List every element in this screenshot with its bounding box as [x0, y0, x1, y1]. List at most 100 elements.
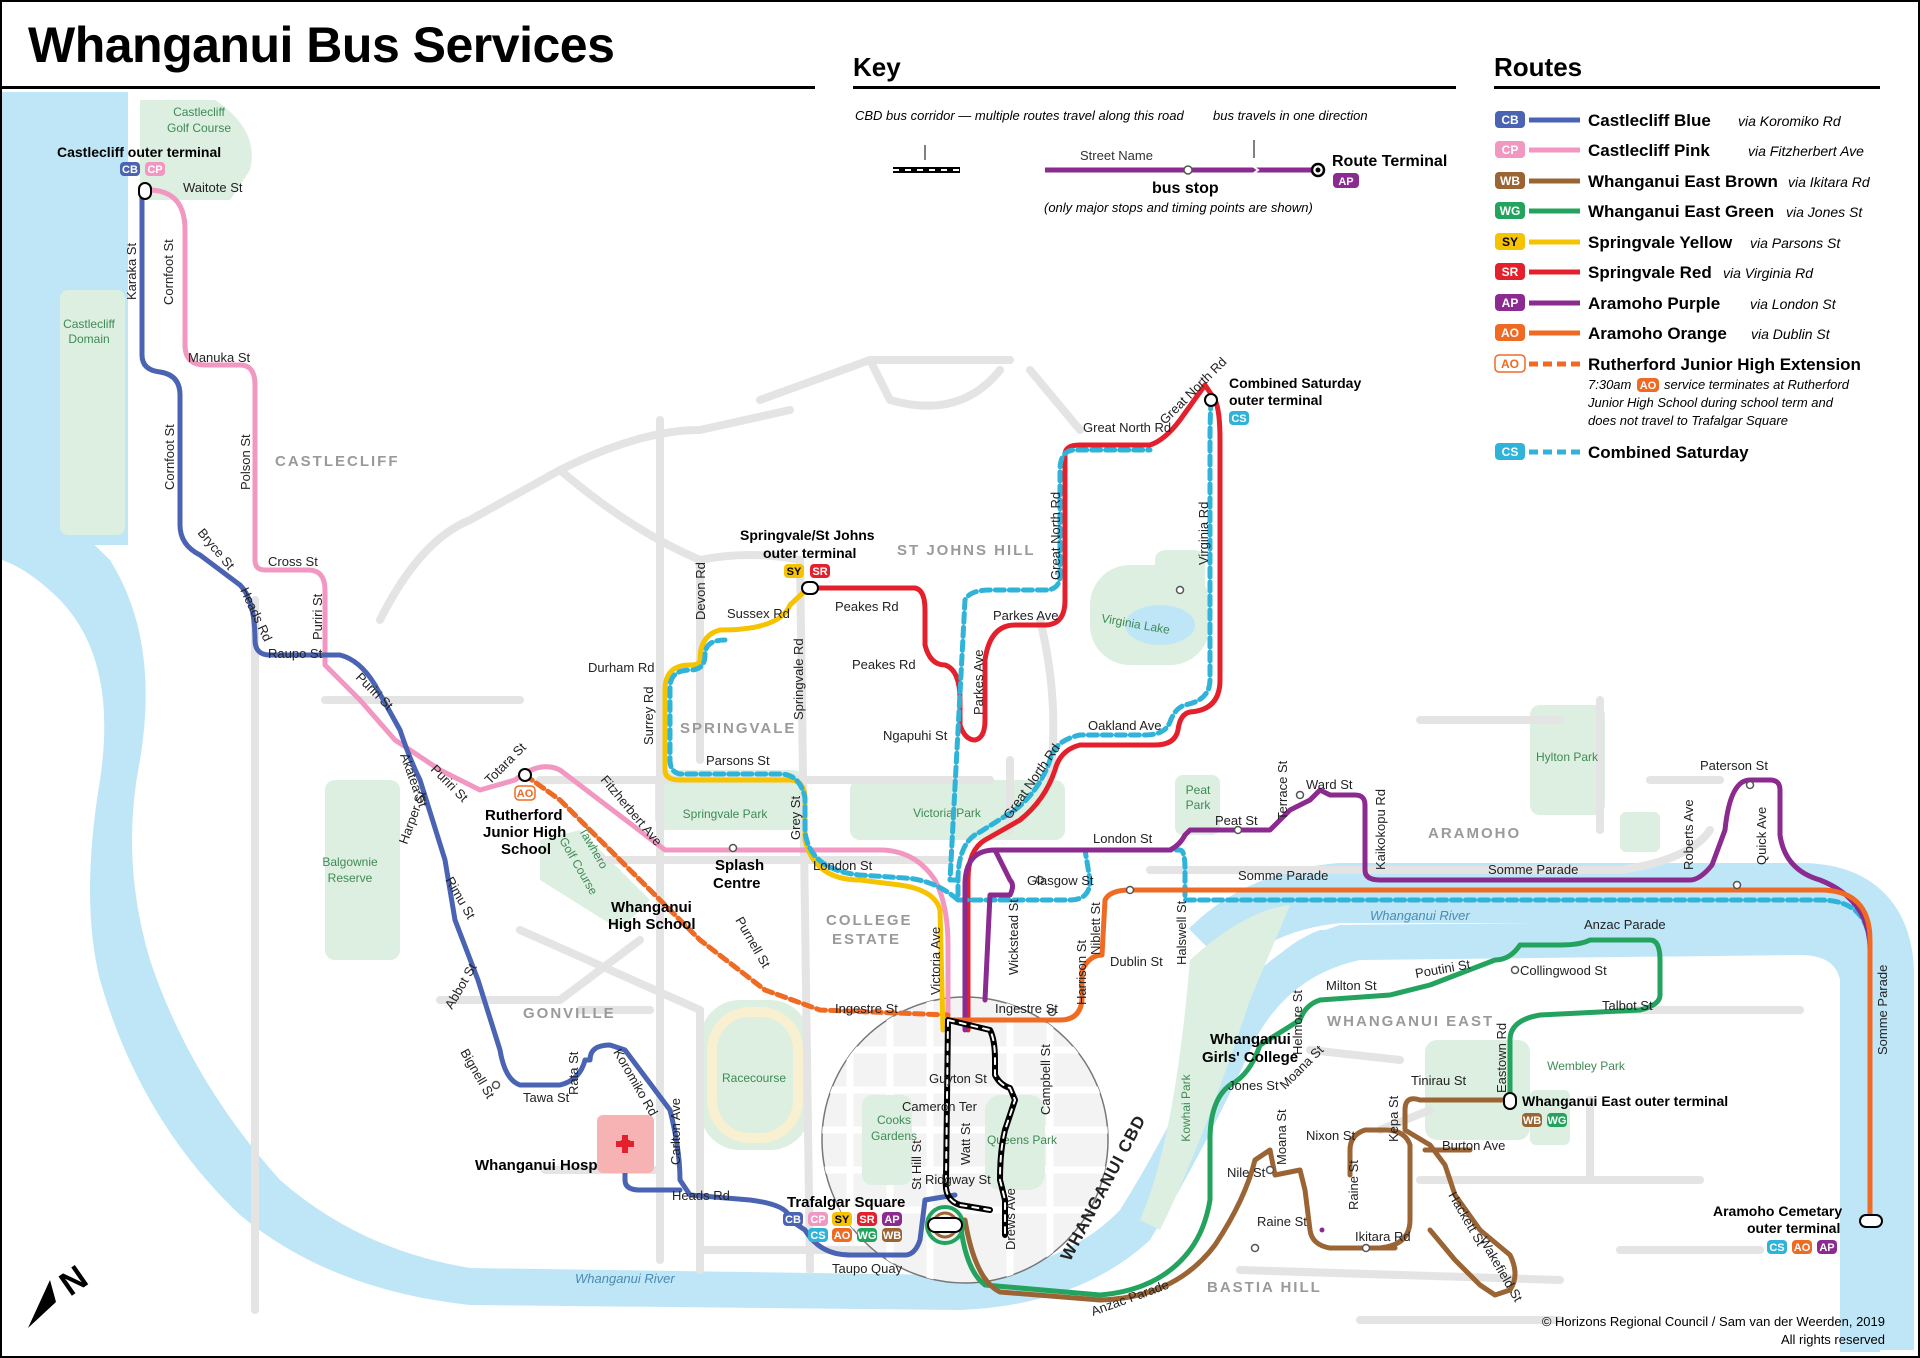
- stop-markers: [138, 182, 1883, 1253]
- svg-text:Kepa St: Kepa St: [1386, 1095, 1401, 1142]
- svg-text:Rutherford Junior High Extensi: Rutherford Junior High Extension: [1588, 355, 1861, 374]
- svg-text:Oakland Ave: Oakland Ave: [1088, 718, 1161, 733]
- routes-panel: CB Castlecliff Blue via Koromiko Rd CP C…: [1494, 111, 1871, 462]
- svg-text:Trafalgar Square: Trafalgar Square: [787, 1194, 905, 1211]
- route-cp-line: [145, 187, 951, 1033]
- svg-text:CB: CB: [122, 164, 138, 176]
- svg-text:outer terminal: outer terminal: [1229, 392, 1322, 408]
- svg-text:Castlecliff: Castlecliff: [63, 317, 115, 331]
- svg-text:(only major stops and timing p: (only major stops and timing points are …: [1044, 200, 1313, 215]
- svg-text:via Fitzherbert Ave: via Fitzherbert Ave: [1748, 143, 1864, 159]
- svg-text:Street Name: Street Name: [1080, 148, 1153, 163]
- routes-heading: Routes: [1494, 52, 1583, 82]
- svg-text:AP: AP: [1819, 1242, 1834, 1254]
- svg-text:Springvale Rd: Springvale Rd: [791, 638, 806, 720]
- svg-text:SR: SR: [859, 1214, 874, 1226]
- svg-text:Kowhai Park: Kowhai Park: [1179, 1073, 1193, 1141]
- svg-text:via Ikitara Rd: via Ikitara Rd: [1788, 174, 1871, 190]
- area-college: COLLEGE: [826, 912, 913, 929]
- route-legend-ao: AO Aramoho Orange via Dublin St: [1495, 324, 1831, 343]
- svg-text:Puriri St: Puriri St: [353, 670, 397, 714]
- svg-text:Devon Rd: Devon Rd: [693, 562, 708, 620]
- svg-text:Kaikokopu Rd: Kaikokopu Rd: [1373, 789, 1388, 870]
- svg-text:CP: CP: [147, 164, 162, 176]
- svg-text:Anzac Parade: Anzac Parade: [1584, 917, 1666, 932]
- credit-line-2: All rights reserved: [1781, 1332, 1885, 1347]
- svg-text:Castlecliff Blue: Castlecliff Blue: [1588, 111, 1711, 130]
- routes-rule: [1494, 86, 1880, 89]
- area-gonville: GONVILLE: [523, 1005, 616, 1022]
- svg-text:Queens Park: Queens Park: [987, 1133, 1058, 1147]
- svg-text:Centre: Centre: [713, 875, 761, 892]
- svg-text:Whanganui: Whanganui: [611, 899, 692, 916]
- svg-text:via Koromiko Rd: via Koromiko Rd: [1738, 113, 1842, 129]
- svg-text:Somme Parade: Somme Parade: [1488, 862, 1578, 877]
- svg-text:CS: CS: [1231, 413, 1246, 425]
- svg-text:SY: SY: [835, 1214, 850, 1226]
- svg-text:Aramoho Purple: Aramoho Purple: [1588, 294, 1720, 313]
- svg-text:Raine St: Raine St: [1346, 1160, 1361, 1210]
- rutherford-stop-marker: [518, 768, 532, 782]
- svg-text:Ridgway St: Ridgway St: [925, 1172, 991, 1187]
- svg-text:Ikitara Rd: Ikitara Rd: [1355, 1229, 1411, 1244]
- svg-text:High School: High School: [608, 916, 696, 933]
- svg-text:via Virginia Rd: via Virginia Rd: [1723, 265, 1814, 281]
- svg-text:Manuka St: Manuka St: [188, 350, 251, 365]
- svg-text:St Hill St: St Hill St: [909, 1140, 924, 1190]
- svg-text:Drews Ave: Drews Ave: [1003, 1188, 1018, 1250]
- svg-text:outer terminal: outer terminal: [763, 545, 856, 561]
- svg-text:AO: AO: [1640, 380, 1657, 392]
- svg-text:Whanganui: Whanganui: [1210, 1031, 1291, 1048]
- svg-text:bus travels in one direction: bus travels in one direction: [1213, 108, 1368, 123]
- svg-text:Hylton Park: Hylton Park: [1536, 750, 1599, 764]
- svg-text:Quick Ave: Quick Ave: [1754, 807, 1769, 865]
- svg-text:N: N: [53, 1258, 95, 1303]
- svg-text:Cooks: Cooks: [877, 1113, 911, 1127]
- svg-text:Wickstead St: Wickstead St: [1006, 899, 1021, 975]
- svg-text:Ingestre St: Ingestre St: [995, 1001, 1058, 1016]
- svg-text:Splash: Splash: [715, 857, 764, 874]
- cemetery-terminal-marker: [1859, 1214, 1883, 1228]
- river-label-east: Whanganui River: [1370, 908, 1470, 923]
- svg-text:Collingwood St: Collingwood St: [1520, 963, 1607, 978]
- svg-text:CP: CP: [810, 1214, 825, 1226]
- svg-text:Guyton St: Guyton St: [929, 1071, 987, 1086]
- svg-text:Milton St: Milton St: [1326, 978, 1377, 993]
- svg-text:Combined Saturday: Combined Saturday: [1229, 375, 1361, 391]
- river-label-west: Whanganui River: [575, 1271, 675, 1286]
- route-legend-cs: CS Combined Saturday: [1495, 443, 1749, 462]
- svg-text:AO: AO: [517, 788, 534, 800]
- svg-text:Moana St: Moana St: [1274, 1109, 1289, 1165]
- svg-text:Gardens: Gardens: [871, 1129, 917, 1143]
- svg-text:London St: London St: [1093, 831, 1153, 846]
- svg-text:Junior High: Junior High: [483, 824, 566, 841]
- virginia-lake: [1125, 605, 1195, 645]
- svg-text:Golf Course: Golf Course: [167, 121, 231, 135]
- svg-text:Niblett St: Niblett St: [1088, 902, 1103, 955]
- area-st-johns-hill: ST JOHNS HILL: [897, 542, 1036, 559]
- svg-text:via Dublin St: via Dublin St: [1751, 326, 1831, 342]
- svg-text:AP: AP: [1338, 176, 1353, 188]
- svg-text:Castlecliff Pink: Castlecliff Pink: [1588, 141, 1710, 160]
- svg-text:Watt St: Watt St: [958, 1122, 973, 1165]
- svg-text:Tawa St: Tawa St: [523, 1090, 570, 1105]
- svg-text:Harrison St: Harrison St: [1074, 940, 1089, 1005]
- route-ao-line: [945, 887, 1873, 1225]
- svg-text:Springvale/St Johns: Springvale/St Johns: [740, 527, 875, 543]
- route-legend-cp: CP Castlecliff Pink via Fitzherbert Ave: [1495, 141, 1864, 160]
- background-streets: [251, 356, 1804, 1324]
- svg-text:Glasgow St: Glasgow St: [1027, 873, 1094, 888]
- svg-text:Combined Saturday: Combined Saturday: [1588, 443, 1749, 462]
- svg-text:Springvale Red: Springvale Red: [1588, 263, 1712, 282]
- map-title: Whanganui Bus Services: [28, 17, 615, 73]
- key-rule: [853, 86, 1456, 89]
- route-legend-ap: AP Aramoho Purple via London St: [1495, 294, 1837, 313]
- area-estate: ESTATE: [832, 931, 901, 948]
- svg-text:CB: CB: [785, 1214, 801, 1226]
- svg-text:CS: CS: [1769, 1242, 1784, 1254]
- svg-text:service terminates at Rutherfo: service terminates at Rutherford: [1664, 377, 1850, 392]
- cbd-corridor-dash: [944, 1019, 1016, 1236]
- svg-text:Rimu St: Rimu St: [442, 874, 478, 922]
